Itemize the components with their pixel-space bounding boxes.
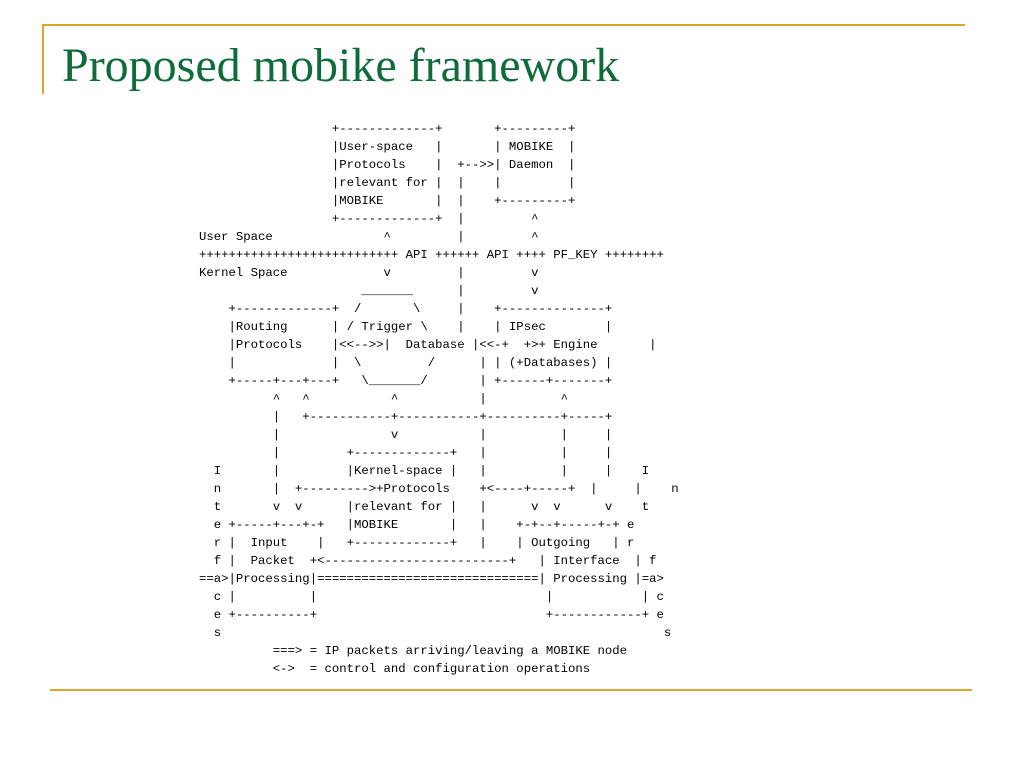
mobike-framework-ascii-diagram: +-------------+ +---------+ |User-space …: [199, 122, 679, 676]
top-accent-line: [42, 24, 965, 26]
slide-title: Proposed mobike framework: [62, 39, 620, 92]
left-accent-line: [42, 24, 44, 94]
bottom-accent-line: [50, 689, 972, 691]
